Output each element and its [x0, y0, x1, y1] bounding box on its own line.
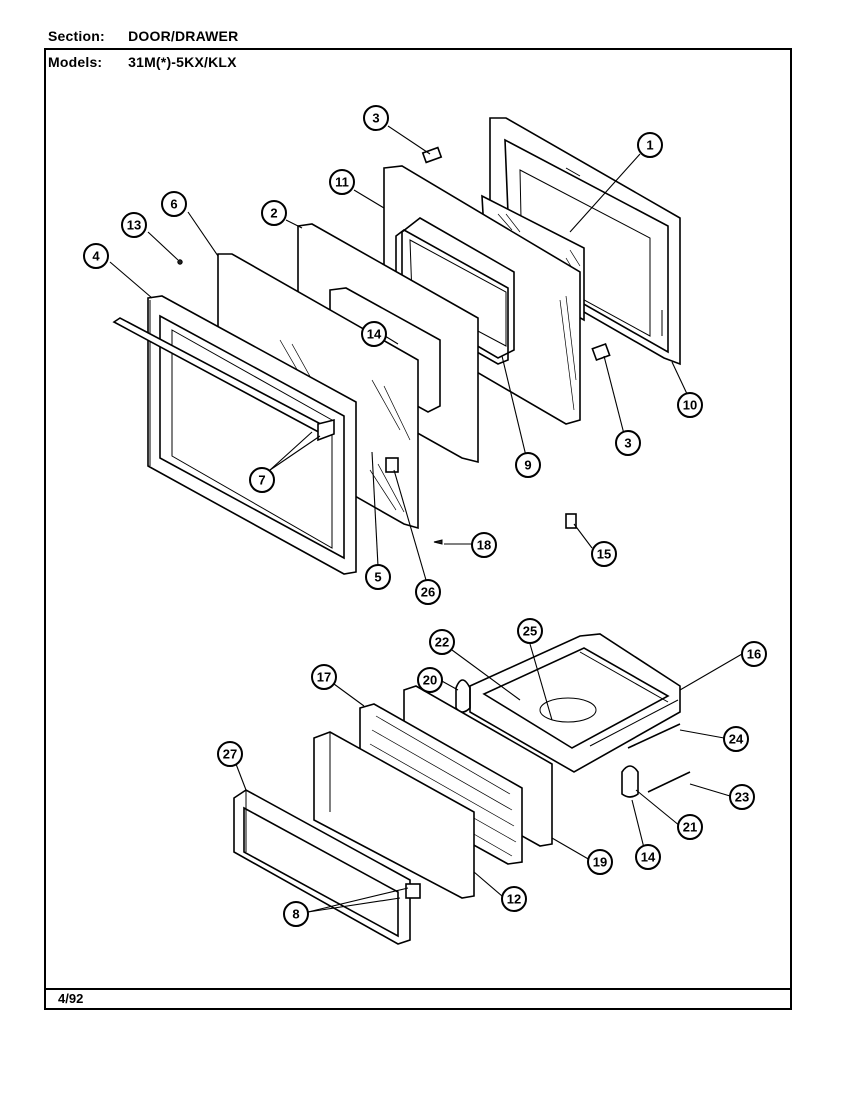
callout-label: 10	[683, 398, 697, 413]
drawer-rail-lower	[647, 771, 691, 793]
door-latch	[565, 513, 577, 529]
models-header: Models: 31M(*)-5KX/KLX	[48, 54, 237, 70]
callout-label: 2	[270, 206, 277, 221]
callout-19: 19	[587, 849, 613, 875]
callout-label: 4	[92, 249, 100, 264]
callout-6: 6	[161, 191, 187, 217]
callout-label: 1	[646, 138, 653, 153]
callout-label: 23	[735, 790, 749, 805]
callout-14-upper: 14	[361, 321, 387, 347]
callout-2: 2	[261, 200, 287, 226]
callout-label: 5	[374, 570, 381, 585]
callout-label: 21	[683, 820, 697, 835]
section-label: Section:	[48, 28, 105, 44]
callout-4: 4	[83, 243, 109, 269]
callout-12: 12	[501, 886, 527, 912]
callout-24: 24	[723, 726, 749, 752]
callout-label: 27	[223, 747, 237, 762]
drawer-rail-upper	[627, 723, 681, 749]
callout-label: 18	[477, 538, 491, 553]
footer-divider	[44, 988, 792, 990]
callout-label: 3	[372, 111, 379, 126]
callout-21: 21	[677, 814, 703, 840]
callout-label: 17	[317, 670, 331, 685]
callout-25: 25	[517, 618, 543, 644]
callout-3-top: 3	[363, 105, 389, 131]
callout-label: 14	[641, 850, 656, 865]
callout-label: 6	[170, 197, 177, 212]
callout-label: 9	[524, 458, 531, 473]
callout-18: 18	[471, 532, 497, 558]
callout-5: 5	[365, 564, 391, 590]
trim-clip	[405, 883, 421, 899]
callout-label: 3	[624, 436, 631, 451]
callout-label: 8	[292, 907, 299, 922]
drawer-bracket-right	[621, 765, 639, 798]
callout-label: 25	[523, 624, 537, 639]
callout-22: 22	[429, 629, 455, 655]
drawer-body	[469, 633, 681, 773]
callout-label: 12	[507, 892, 521, 907]
callout-label: 26	[421, 585, 435, 600]
diagram-frame	[44, 48, 792, 1010]
callout-10: 10	[677, 392, 703, 418]
callout-label: 15	[597, 547, 611, 562]
label-26	[385, 457, 399, 473]
callout-15: 15	[591, 541, 617, 567]
callout-label: 16	[747, 647, 761, 662]
callout-1: 1	[637, 132, 663, 158]
callout-label: 7	[258, 473, 265, 488]
callout-26: 26	[415, 579, 441, 605]
door-clip-bottom	[591, 342, 611, 362]
callout-20: 20	[417, 667, 443, 693]
door-clip-top	[421, 146, 443, 164]
drawer-outer-panel	[313, 731, 475, 899]
door-handle	[112, 317, 335, 442]
callout-label: 22	[435, 635, 449, 650]
screw	[433, 539, 443, 545]
models-value: 31M(*)-5KX/KLX	[128, 54, 237, 70]
callout-label: 19	[593, 855, 607, 870]
callout-8: 8	[283, 901, 309, 927]
callout-27: 27	[217, 741, 243, 767]
callout-label: 13	[127, 218, 141, 233]
callout-11: 11	[329, 169, 355, 195]
callout-13: 13	[121, 212, 147, 238]
section-value: DOOR/DRAWER	[128, 28, 239, 44]
callout-16: 16	[741, 641, 767, 667]
screw-13	[177, 259, 183, 265]
drawer-bracket-left	[455, 679, 471, 713]
callout-label: 20	[423, 673, 437, 688]
callout-label: 24	[729, 732, 744, 747]
footer-date: 4/92	[58, 991, 84, 1006]
callout-23: 23	[729, 784, 755, 810]
leader-lines	[109, 125, 743, 913]
models-label: Models:	[48, 54, 103, 70]
section-header: Section: DOOR/DRAWER	[48, 28, 238, 44]
callout-label: 14	[367, 327, 382, 342]
callout-7: 7	[249, 467, 275, 493]
callout-label: 11	[335, 175, 349, 190]
callout-9: 9	[515, 452, 541, 478]
callout-3-bottom: 3	[615, 430, 641, 456]
callout-14-lower: 14	[635, 844, 661, 870]
callout-17: 17	[311, 664, 337, 690]
